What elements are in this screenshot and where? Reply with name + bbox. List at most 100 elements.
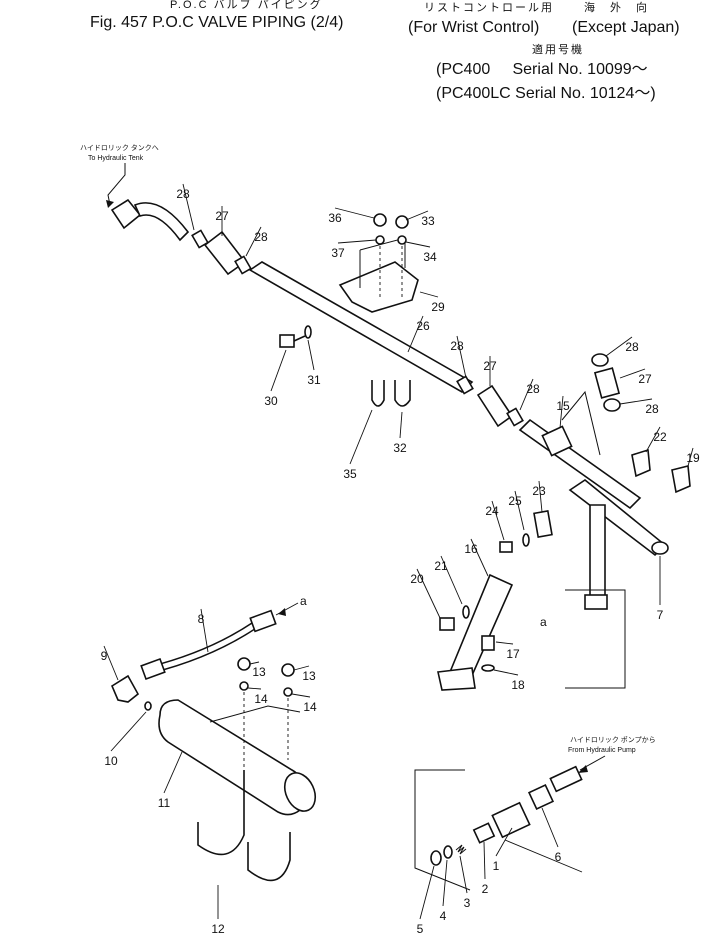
leader-p24	[491, 500, 505, 541]
serial-line-2: (PC400LC Serial No. 10124～)	[436, 85, 656, 102]
part-label-p28b: 28	[254, 230, 268, 244]
part-label-p13a: 13	[252, 665, 266, 679]
hose-mid	[476, 384, 514, 428]
leader-p27c	[619, 368, 646, 379]
leader-p11	[163, 751, 183, 794]
leader-p15	[559, 395, 564, 429]
part-label-p5: 5	[417, 922, 424, 936]
marker-a-arrowhead-1	[278, 608, 286, 616]
bolt-20	[439, 617, 455, 631]
leader-p14b	[291, 693, 311, 698]
clamp-22	[631, 448, 651, 478]
part-label-p28e: 28	[625, 340, 639, 354]
clamp-mid-2	[506, 407, 524, 427]
washer-14b	[283, 687, 293, 697]
bolt-24	[499, 541, 513, 553]
part-label-p33: 33	[421, 214, 435, 228]
to-tank-note-japanese: ハイドロリック タンクへ	[80, 143, 159, 152]
main-pipe	[248, 261, 474, 393]
leader-p28b	[245, 226, 262, 257]
washer-31	[304, 325, 312, 339]
clamp-19	[671, 464, 691, 494]
leader-p17	[495, 641, 514, 645]
part-label-p32: 32	[393, 441, 407, 455]
support-16	[448, 573, 514, 682]
leader-p13b	[293, 665, 310, 671]
figure-title: Fig. 457 P.O.C VALVE PIPING (2/4)	[90, 14, 344, 31]
part-label-p28a: 28	[176, 187, 190, 201]
part-label-p2: 2	[482, 882, 489, 896]
leader-p28f	[619, 398, 653, 405]
part-label-p27c: 27	[638, 372, 652, 386]
part-label-p29: 29	[431, 300, 445, 314]
washer-25	[522, 533, 530, 547]
bolt-17	[481, 635, 495, 651]
part-label-p18: 18	[511, 678, 525, 692]
u-bolt-32	[394, 380, 411, 407]
part-label-p14a: 14	[254, 692, 268, 706]
condition-2-text: Except Japan	[577, 19, 675, 36]
leader-p14a	[247, 687, 262, 690]
part-label-p1: 1	[493, 859, 500, 873]
part-label-p25: 25	[508, 494, 522, 508]
part-label-p24: 24	[485, 504, 499, 518]
leader-p5	[419, 865, 435, 920]
u-bolt-12b	[247, 832, 291, 882]
leader-p28a	[182, 183, 195, 231]
part-label-p12: 12	[211, 922, 225, 936]
leader-p28d	[519, 378, 534, 411]
leader-p19	[687, 447, 694, 467]
condition-1-japanese: リストコントロール用	[424, 2, 554, 14]
part-label-p22: 22	[653, 430, 667, 444]
leader-p8	[200, 608, 209, 653]
from-pump-note: From Hydraulic Pump	[568, 747, 636, 754]
part-label-p27a: 27	[215, 209, 229, 223]
part-label-p31: 31	[307, 373, 321, 387]
leader-p33	[405, 210, 429, 221]
part-label-p6: 6	[555, 850, 562, 864]
clamp-23	[533, 510, 553, 538]
serial-line-1: (PC400 Serial No. 10099～	[436, 61, 648, 78]
poppet-2	[472, 822, 496, 844]
leader-p18	[493, 669, 519, 676]
clamp-mid-1	[456, 375, 474, 395]
part-label-p4: 4	[440, 909, 447, 923]
from-pump-note-japanese: ハイドロリック ポンプから	[570, 736, 656, 744]
o-ring-10	[144, 701, 152, 711]
part-label-p14b: 14	[303, 700, 317, 714]
leader-p16	[470, 538, 489, 577]
part-label-p27b: 27	[483, 359, 497, 373]
part-label-p30: 30	[264, 394, 278, 408]
serial-2-text: PC400LC Serial No. 10124～	[441, 85, 651, 102]
part-label-p37: 37	[331, 246, 345, 260]
leader-p21	[440, 555, 463, 605]
washer-37	[375, 235, 385, 245]
connector-6	[527, 783, 555, 811]
elbow-9	[110, 674, 140, 703]
leader-p26	[407, 315, 424, 353]
marker-a-arrow-2	[504, 839, 583, 873]
nut-33	[395, 215, 409, 229]
part-label-p13b: 13	[302, 669, 316, 683]
nut-36	[373, 213, 387, 227]
hose-8-start-fitting	[140, 657, 166, 681]
serial-1-model: PC400	[441, 61, 491, 78]
clamp-7	[651, 541, 669, 555]
part-label-p8: 8	[198, 612, 205, 626]
leader-p22	[645, 426, 661, 453]
condition-2-label: (Except Japan)	[572, 19, 680, 36]
vertical-pipe	[589, 504, 606, 601]
to-tank-arrowhead	[106, 200, 114, 208]
part-label-p28d: 28	[526, 382, 540, 396]
u-bolt-35	[371, 380, 385, 407]
leader-p35	[349, 409, 373, 465]
valve-body-1	[491, 801, 531, 839]
clamp-right-bottom	[603, 398, 621, 412]
part-label-p17: 17	[506, 647, 520, 661]
leader-p30	[270, 349, 287, 392]
part-label-p28f: 28	[645, 402, 659, 416]
frame-outline-2	[414, 769, 471, 891]
to-tank-note: To Hydraulic Tenk	[88, 155, 144, 162]
clamp-upper-2	[234, 255, 252, 275]
